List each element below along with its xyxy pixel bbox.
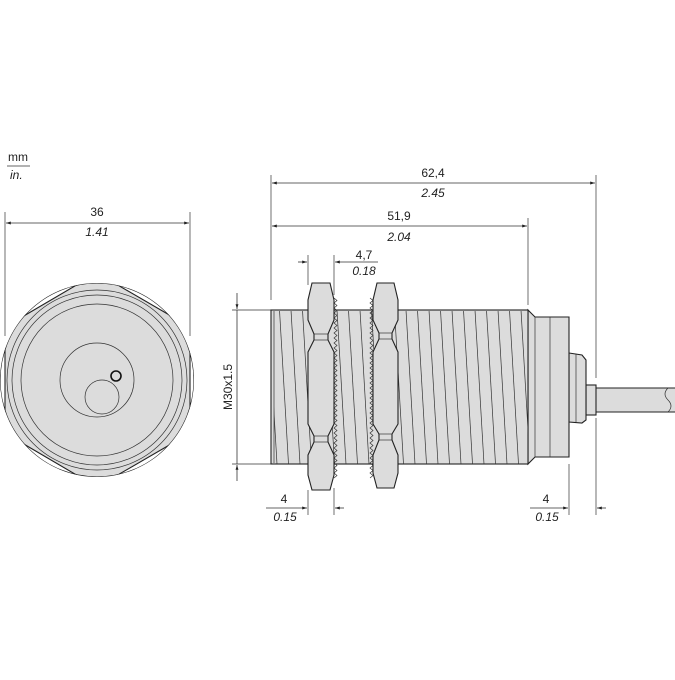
front-offset-mm: 4 (281, 492, 288, 506)
mounting-nut-front (307, 282, 335, 491)
thread-lines (274, 311, 528, 464)
thread-line (348, 311, 358, 464)
thread-line (486, 311, 496, 464)
mounting-nut-rear (372, 282, 399, 489)
thread-line (451, 311, 462, 464)
thread-line (509, 311, 519, 464)
overall-mm: 62,4 (421, 166, 445, 180)
front-offset-in: 0.15 (273, 510, 297, 524)
thread-line (279, 311, 289, 464)
rear-housing (527, 308, 570, 466)
rear-offset-mm: 4 (543, 492, 550, 506)
thread-line (417, 311, 427, 464)
lock-washer (369, 297, 374, 479)
sensing-face-circle (59, 342, 135, 418)
ring-outer (6, 289, 188, 471)
thread-line (359, 311, 370, 464)
hex-nut-outline (4, 283, 191, 477)
overall-in: 2.45 (420, 186, 445, 200)
body-mm: 51,9 (387, 209, 411, 223)
lens-circle (84, 379, 120, 415)
ring-middle (11, 294, 183, 466)
thread-line (302, 311, 312, 464)
body-in: 2.04 (386, 230, 411, 244)
thread-line (440, 311, 450, 464)
thread-line (405, 311, 416, 464)
rear-plug (568, 352, 587, 424)
thread-line (474, 311, 485, 464)
thread-line (394, 311, 404, 464)
cable (596, 387, 675, 413)
thread-line (290, 311, 301, 464)
thread-line (497, 311, 508, 464)
front-view: 36 1.41 (0, 205, 194, 477)
width-in: 1.41 (85, 225, 108, 239)
cable-gland (585, 384, 597, 416)
thread-line (520, 311, 528, 436)
nut-mm: 4,7 (356, 248, 373, 262)
thread-label: M30x1.5 (221, 364, 235, 410)
thread-line (463, 311, 473, 464)
unit-in: in. (10, 168, 23, 182)
thread-line (336, 311, 347, 464)
ring-inner (20, 303, 174, 457)
led-indicator-icon (110, 370, 122, 382)
side-view: 62,4 2.45 51,9 2.04 4,7 0.18 M30x1.5 4 0… (221, 166, 675, 524)
nut-in: 0.18 (352, 264, 376, 278)
thread-line (428, 311, 439, 464)
units-legend: mm in. (7, 150, 30, 182)
thread-line (274, 406, 278, 464)
rear-offset-in: 0.15 (535, 510, 559, 524)
width-mm: 36 (90, 205, 104, 219)
unit-mm: mm (8, 150, 28, 164)
